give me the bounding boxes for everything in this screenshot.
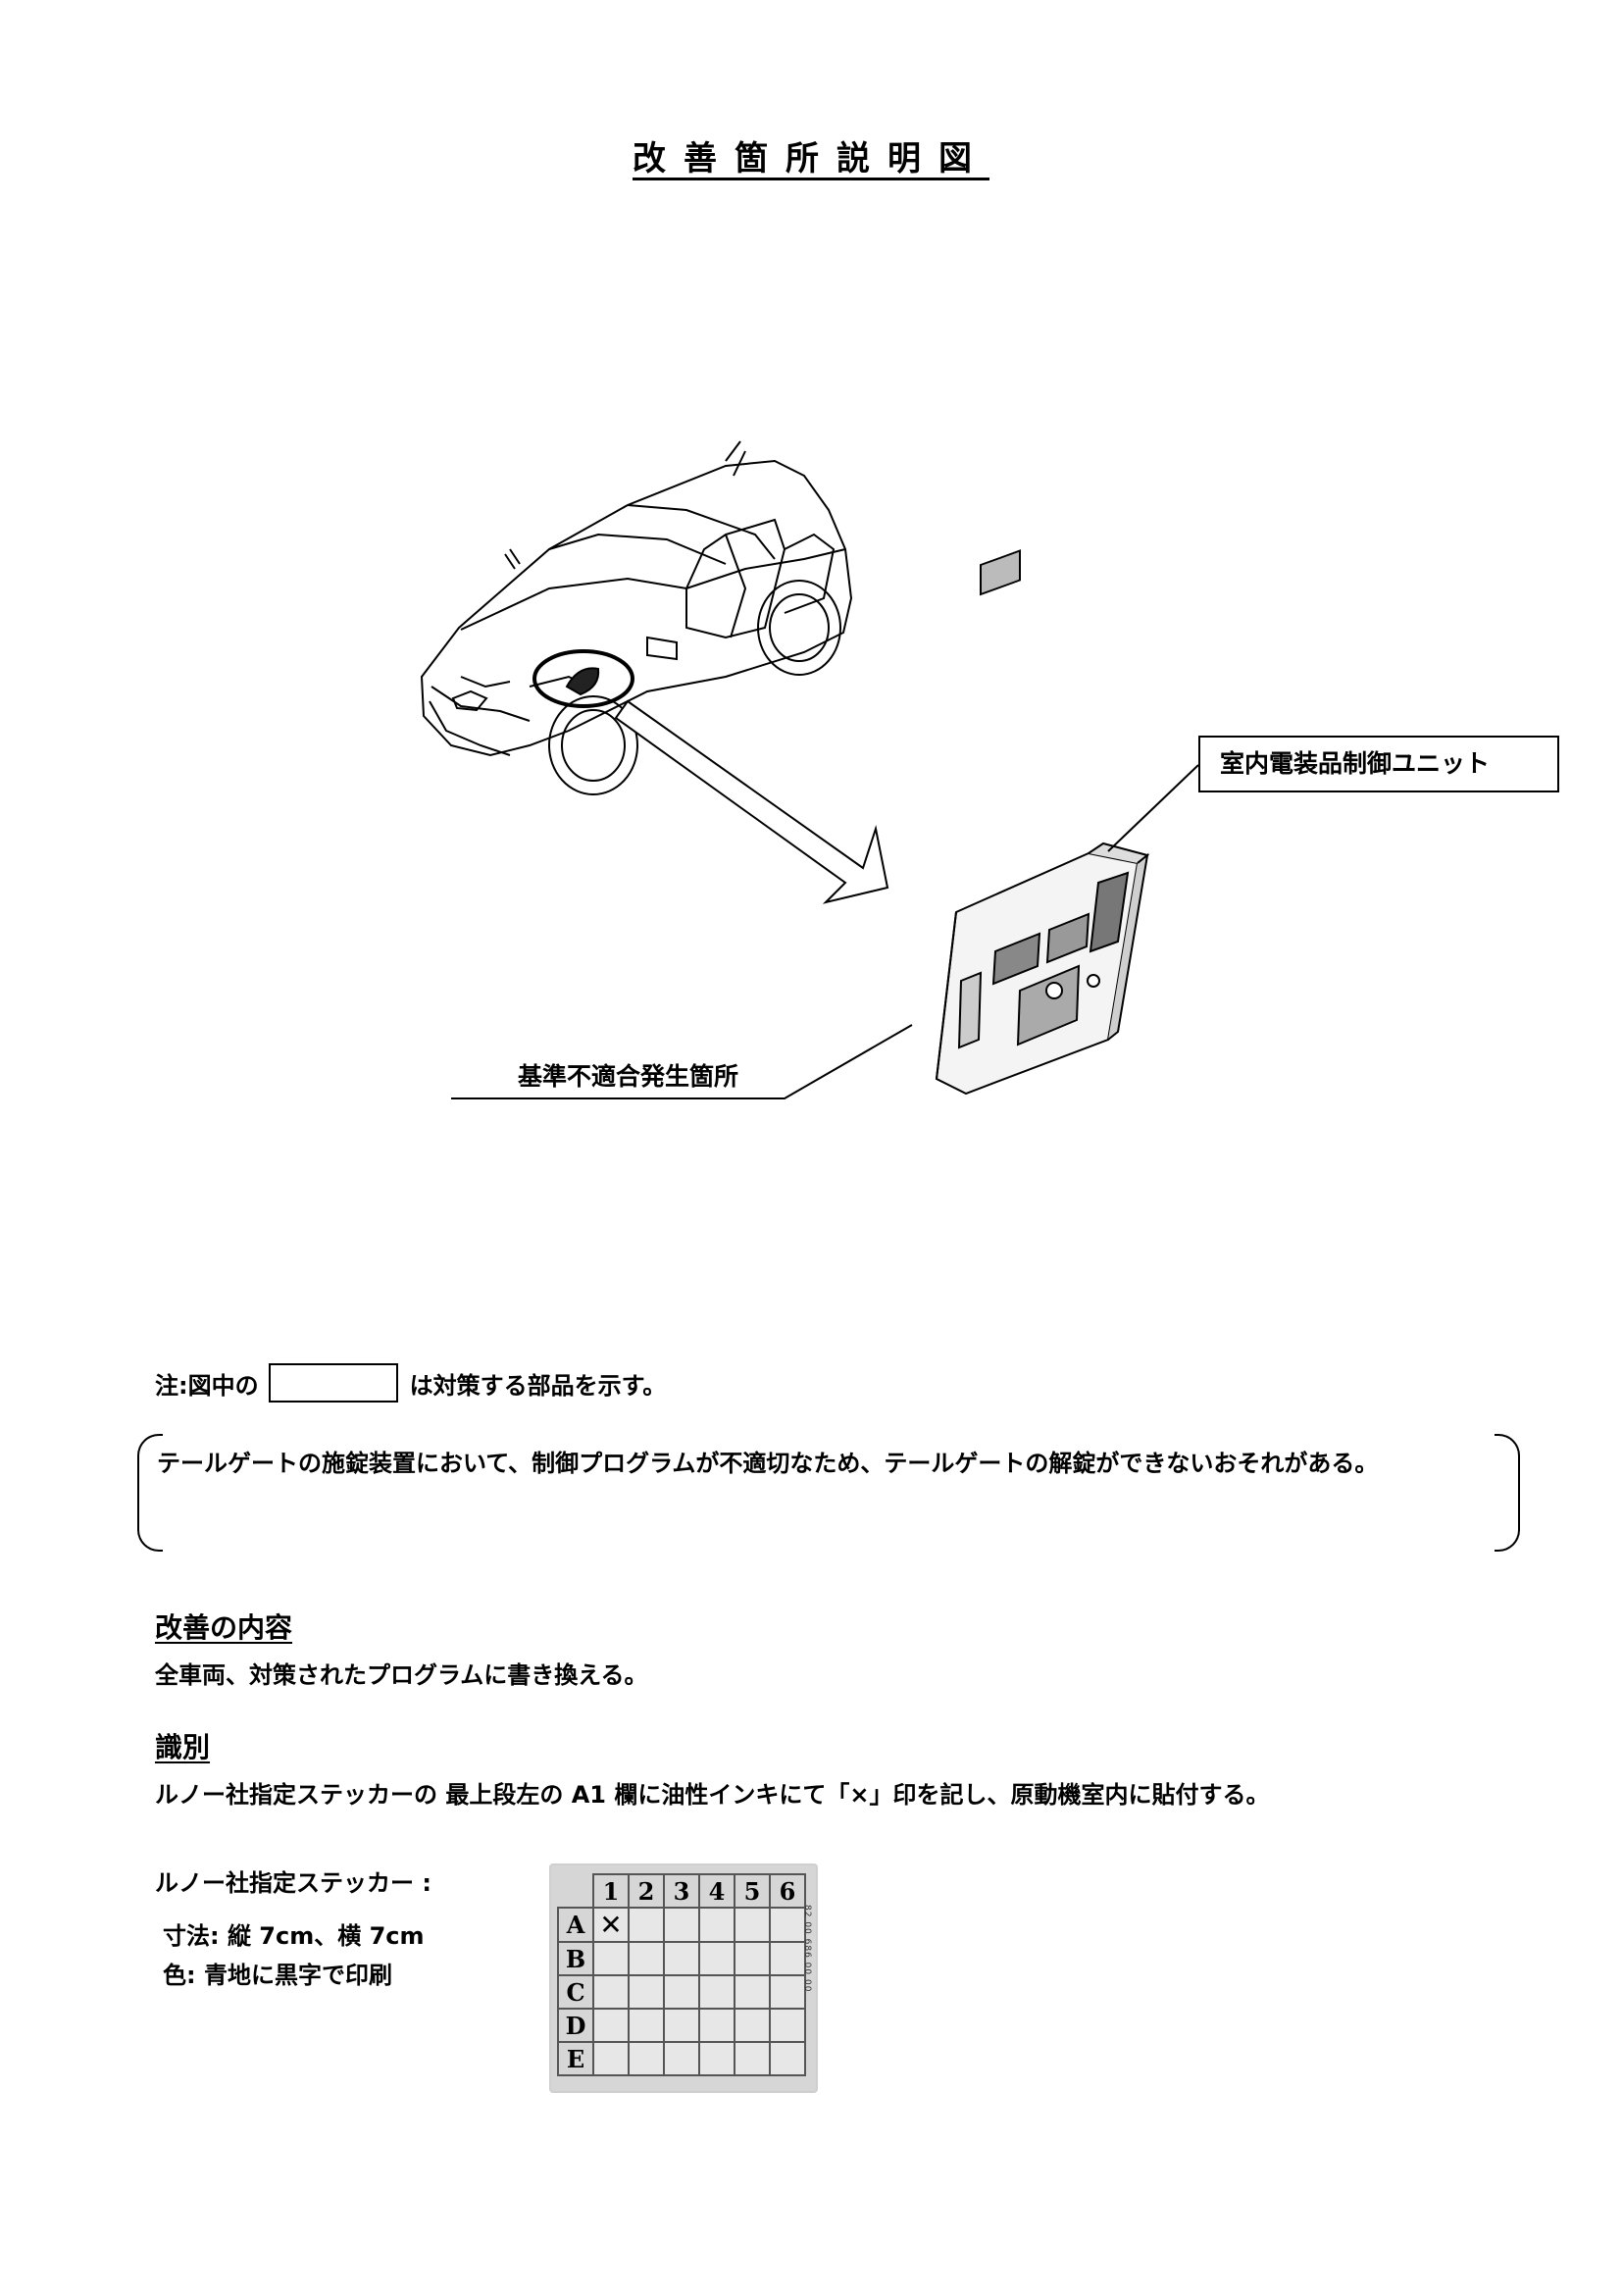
grid-cell [698, 2008, 735, 2043]
grid-cell [769, 1941, 806, 1976]
grid-cell [734, 2041, 771, 2076]
grid-col-header: 5 [734, 1873, 771, 1909]
grid-col-header: 3 [663, 1873, 700, 1909]
grid-cell [769, 1974, 806, 2010]
improvement-text: 全車両、対策されたプログラムに書き換える。 [155, 1661, 648, 1689]
right-bracket [1495, 1434, 1520, 1552]
grid-cell [628, 1907, 665, 1943]
grid-cell [769, 2008, 806, 2043]
defect-location-label: 基準不適合発生箇所 [518, 1062, 739, 1091]
grid-cell [663, 2041, 700, 2076]
sticker-grid: 1 2 3 4 5 6 A ✕ B C D [557, 1873, 806, 2076]
defect-description-box: テールゲートの施錠装置において、制御プログラムが不適切なため、テールゲートの解錠… [137, 1434, 1520, 1552]
grid-cell [734, 1907, 771, 1943]
grid-cell [698, 1907, 735, 1943]
grid-cell [734, 1974, 771, 2010]
grid-row-header: B [557, 1941, 594, 1976]
callout-arrow [614, 699, 889, 904]
grid-col-header: 6 [769, 1873, 806, 1909]
grid-col-header: 2 [628, 1873, 665, 1909]
grid-cell-a1-mark: ✕ [592, 1907, 630, 1943]
control-unit-illustration [935, 549, 1150, 1096]
sticker-color: 色: 青地に黒字で印刷 [163, 1962, 392, 1989]
grid-cell [592, 1941, 630, 1976]
grid-cell [628, 1941, 665, 1976]
note-suffix: は対策する部品を示す。 [409, 1371, 667, 1400]
leader-lines [451, 764, 1199, 1099]
sticker-dimensions: 寸法: 縦 7cm、横 7cm [163, 1922, 425, 1950]
note-prefix: 注:図中の [155, 1371, 259, 1400]
grid-cell [628, 2008, 665, 2043]
note-line: 注:図中の は対策する部品を示す。 [155, 1363, 666, 1403]
grid-cell [734, 1941, 771, 1976]
identification-heading: 識別 [155, 1731, 211, 1763]
grid-cell [663, 1907, 700, 1943]
grid-cell [698, 1974, 735, 2010]
page-title: 改善箇所説明図 [633, 139, 989, 179]
grid-corner [558, 1874, 594, 1909]
grid-row-header: E [557, 2041, 594, 2076]
grid-cell [592, 1974, 630, 2010]
note-legend-box [268, 1363, 398, 1403]
grid-cell [663, 1941, 700, 1976]
grid-cell [663, 2008, 700, 2043]
grid-cell [592, 2041, 630, 2076]
grid-cell [698, 1941, 735, 1976]
grid-cell [628, 2041, 665, 2076]
grid-row-header: D [557, 2008, 594, 2043]
grid-cell [663, 1974, 700, 2010]
grid-cell [769, 2041, 806, 2076]
grid-col-header: 4 [698, 1873, 735, 1909]
unit-label: 室内電装品制御ユニット [1198, 736, 1559, 792]
improvement-heading: 改善の内容 [155, 1611, 293, 1644]
grid-cell [628, 1974, 665, 2010]
grid-col-header: 1 [592, 1873, 630, 1909]
grid-cell [734, 2008, 771, 2043]
sticker-label: ルノー社指定ステッカー : [155, 1869, 431, 1897]
sticker-image: 1 2 3 4 5 6 A ✕ B C D [549, 1863, 818, 2093]
grid-row-header: A [557, 1907, 594, 1943]
defect-description: テールゲートの施錠装置において、制御プログラムが不適切なため、テールゲートの解錠… [157, 1450, 1379, 1477]
grid-cell [769, 1907, 806, 1943]
grid-row-header: C [557, 1974, 594, 2010]
sticker-side-code: 82 00 686 00 00 [802, 1905, 812, 1993]
diagram-illustration [420, 440, 1199, 1099]
grid-cell [698, 2041, 735, 2076]
grid-cell [592, 2008, 630, 2043]
identification-text: ルノー社指定ステッカーの 最上段左の A1 欄に油性インキにて「×」印を記し、原… [155, 1781, 1270, 1809]
car-illustration [420, 440, 853, 795]
